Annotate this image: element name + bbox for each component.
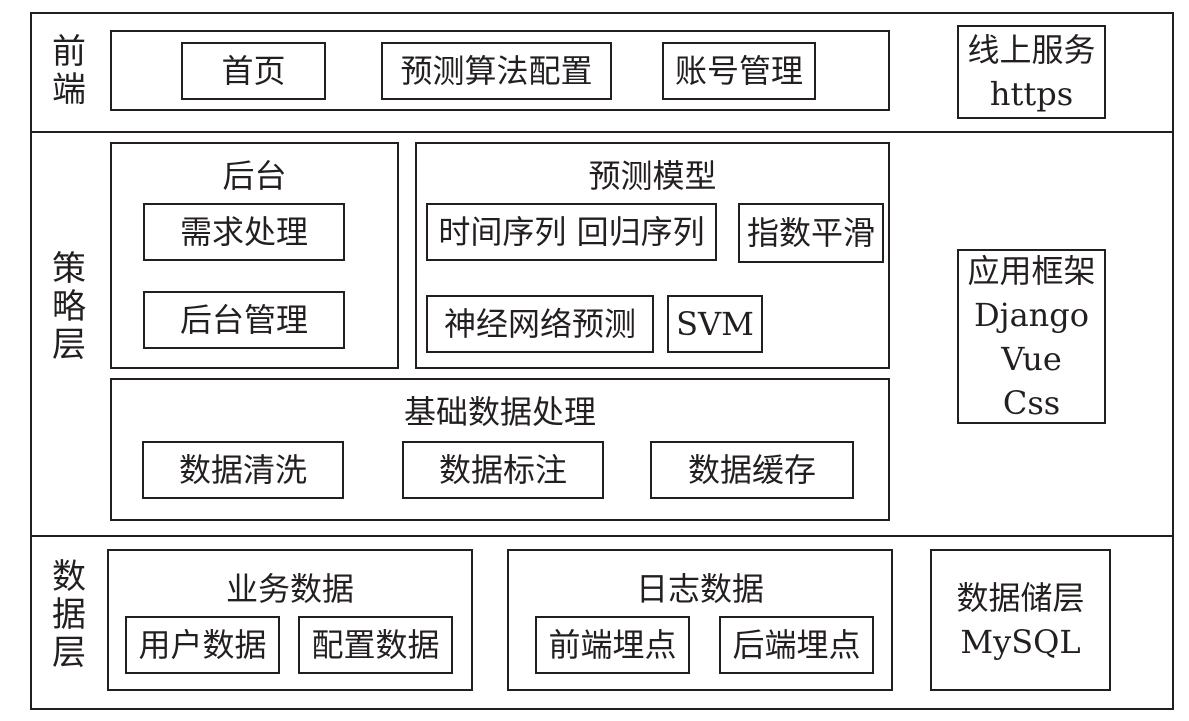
frontend-item-home: 首页 — [181, 42, 326, 100]
layer-label-data: 数 据 层 — [52, 557, 86, 673]
business-item-user-data: 用户数据 — [125, 616, 280, 674]
log-item-backend-tracking: 后端埋点 — [719, 616, 874, 674]
basic-data-processing-title: 基础数据处理 — [403, 393, 596, 431]
backend-item-backend-management: 后台管理 — [143, 291, 345, 349]
layer-divider-bottom — [30, 535, 1174, 537]
model-exponential-smoothing: 指数平滑 — [738, 203, 884, 263]
backend-title: 后台 — [222, 157, 287, 195]
framework-vue: Vue — [1001, 339, 1062, 378]
basic-item-data-annotation: 数据标注 — [402, 441, 604, 499]
framework-django: Django — [973, 295, 1089, 334]
log-data-title: 日志数据 — [635, 570, 764, 608]
online-service-box: 线上服务 https — [957, 25, 1106, 119]
basic-item-data-caching: 数据缓存 — [650, 441, 854, 499]
model-time-series-regression: 时间序列 回归序列 — [426, 203, 717, 261]
layer-label-strategy: 策 略 层 — [52, 249, 86, 365]
prediction-model-title: 预测模型 — [588, 157, 717, 195]
model-svm: SVM — [667, 295, 763, 353]
online-service-title: 线上服务 — [967, 31, 1096, 69]
data-storage-title: 数据储层 — [956, 579, 1085, 617]
data-storage-db: MySQL — [960, 623, 1081, 661]
frontend-item-account-management: 账号管理 — [662, 42, 816, 100]
frontend-item-algorithm-config: 预测算法配置 — [381, 42, 612, 100]
data-storage-box: 数据储层 MySQL — [930, 549, 1111, 691]
model-neural-network: 神经网络预测 — [426, 295, 654, 353]
layer-divider-top — [30, 131, 1174, 133]
online-service-protocol: https — [989, 75, 1074, 113]
framework-css: Css — [1002, 383, 1061, 422]
application-framework-box: 应用框架 Django Vue Css — [957, 249, 1106, 424]
layer-label-frontend: 前 端 — [52, 32, 86, 110]
business-item-config-data: 配置数据 — [298, 616, 453, 674]
log-item-frontend-tracking: 前端埋点 — [535, 616, 690, 674]
backend-item-demand-processing: 需求处理 — [143, 203, 345, 261]
basic-item-data-cleaning: 数据清洗 — [142, 441, 344, 499]
application-framework-title: 应用框架 — [967, 251, 1096, 290]
business-data-title: 业务数据 — [225, 570, 354, 608]
